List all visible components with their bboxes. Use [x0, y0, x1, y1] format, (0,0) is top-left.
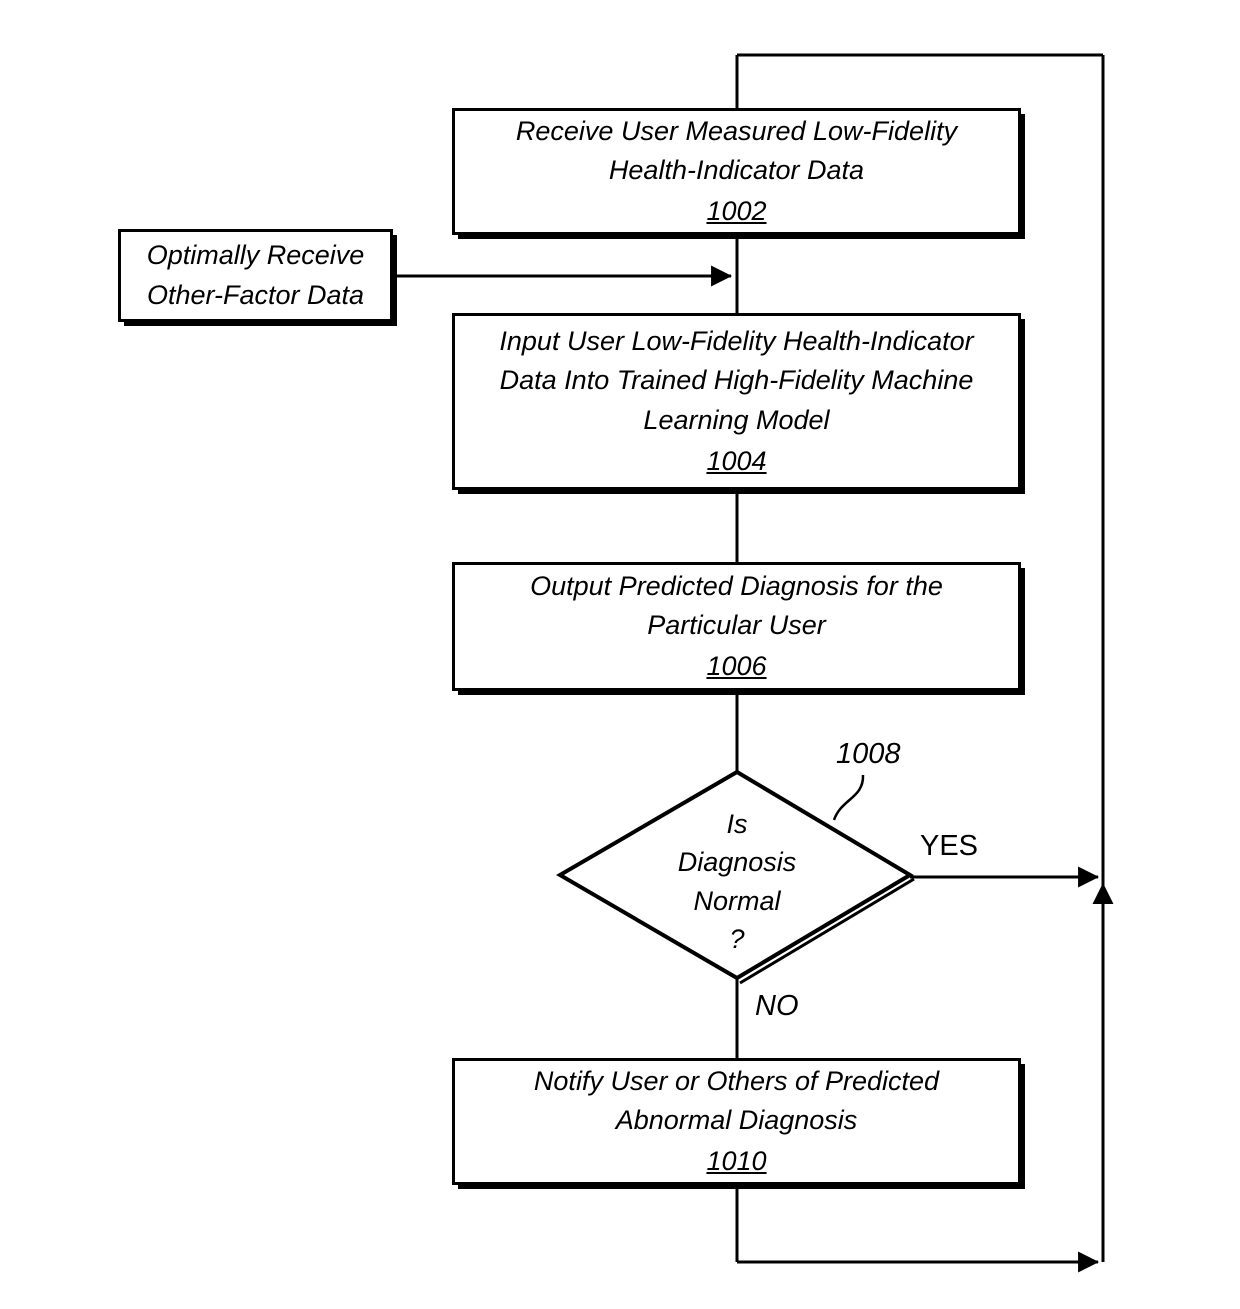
decision-label-line: Is — [726, 809, 748, 839]
decision-label-line: Diagnosis — [677, 847, 797, 878]
reference-numeral-1010: 1010 — [706, 1146, 767, 1177]
process-box-line: Receive User Measured Low-Fidelity — [515, 115, 958, 146]
process-box-line: Notify User or Others of Predicted — [533, 1065, 940, 1096]
edge-label-no: NO — [755, 990, 799, 1022]
process-box-1006[interactable]: Output Predicted Diagnosis for the Parti… — [452, 562, 1021, 691]
reference-numeral-1004: 1004 — [706, 445, 767, 476]
process-box-line: Other-Factor Data — [146, 279, 365, 310]
process-box-line: Output Predicted Diagnosis for the — [530, 570, 943, 601]
decision-diamond-shadow — [739, 877, 915, 985]
decision-label-line: Normal — [693, 885, 781, 916]
decision-label-1008: Is Diagnosis Normal ? — [637, 805, 837, 958]
process-box-1002[interactable]: Receive User Measured Low-Fidelity Healt… — [452, 108, 1021, 235]
process-box-optimally-receive[interactable]: Optimally Receive Other-Factor Data — [118, 229, 393, 322]
process-box-line: Abnormal Diagnosis — [615, 1104, 858, 1135]
reference-numeral-1006: 1006 — [706, 651, 767, 682]
leader-line-1008 — [832, 774, 865, 821]
decision-diamond-1008 — [556, 769, 914, 981]
process-box-line: Health-Indicator Data — [608, 154, 865, 185]
reference-numeral-1008: 1008 — [836, 738, 901, 770]
reference-numeral-1002: 1002 — [706, 196, 767, 227]
process-box-line: Data Into Trained High-Fidelity Machine — [499, 365, 974, 396]
process-box-1010[interactable]: Notify User or Others of Predicted Abnor… — [452, 1058, 1021, 1185]
edge-label-yes: YES — [920, 830, 979, 862]
decision-label-line: ? — [729, 923, 745, 954]
process-box-line: Particular User — [647, 609, 826, 640]
process-box-line: Input User Low-Fidelity Health-Indicator — [499, 326, 974, 357]
process-box-line: Learning Model — [643, 404, 830, 435]
process-box-1004[interactable]: Input User Low-Fidelity Health-Indicator… — [452, 313, 1021, 490]
process-box-line: Optimally Receive — [146, 240, 365, 271]
